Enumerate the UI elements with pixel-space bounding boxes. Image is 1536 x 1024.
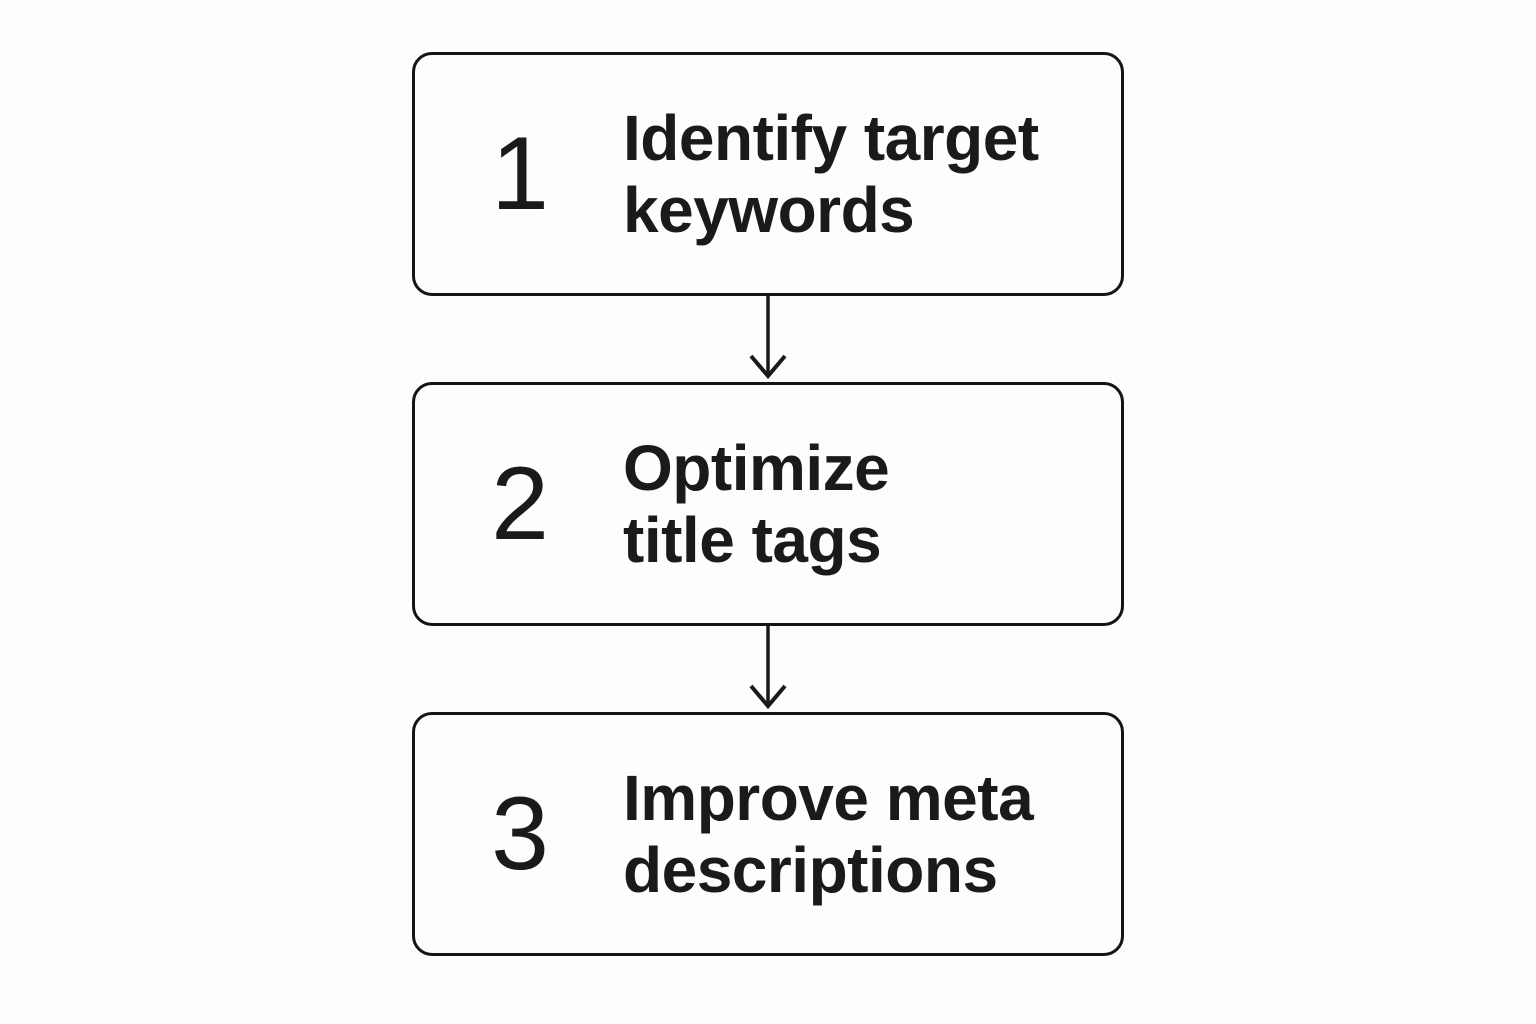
step-box-1: 1 Identify target keywords bbox=[412, 52, 1124, 296]
connector-2 bbox=[746, 626, 790, 712]
seo-steps-flowchart: 1 Identify target keywords 2 Optimize ti… bbox=[412, 52, 1124, 956]
arrow-down-icon bbox=[746, 296, 790, 382]
step-number: 1 bbox=[491, 116, 549, 232]
step-label: Identify target keywords bbox=[623, 102, 1039, 246]
connector-1 bbox=[746, 296, 790, 382]
step-box-3: 3 Improve meta descriptions bbox=[412, 712, 1124, 956]
step-label: Optimize title tags bbox=[623, 432, 890, 576]
step-number: 3 bbox=[491, 776, 549, 892]
arrow-down-icon bbox=[746, 626, 790, 712]
step-number: 2 bbox=[491, 446, 549, 562]
step-label: Improve meta descriptions bbox=[623, 762, 1034, 906]
step-box-2: 2 Optimize title tags bbox=[412, 382, 1124, 626]
